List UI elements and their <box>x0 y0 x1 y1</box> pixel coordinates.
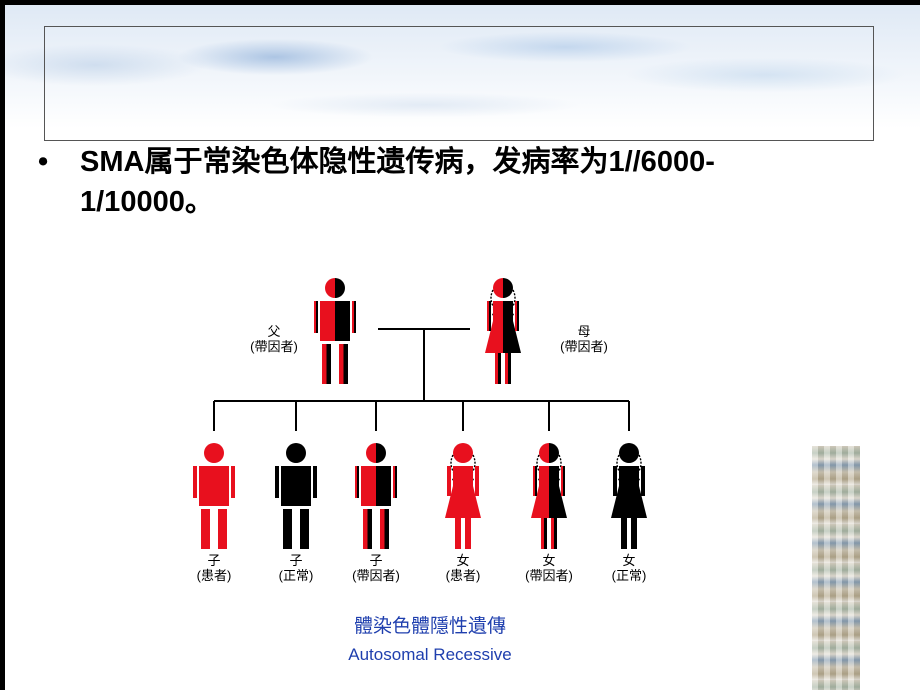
figure-dress <box>445 486 481 518</box>
child-figure <box>445 443 481 549</box>
figure-leg <box>495 353 501 384</box>
figure-arm <box>533 466 537 496</box>
figure-arm <box>314 301 318 333</box>
mother-status: (帶因者) <box>560 339 608 354</box>
title-placeholder[interactable] <box>44 26 874 141</box>
figure-hair <box>616 454 621 482</box>
figure-hair <box>490 289 495 317</box>
figure-arm <box>613 466 617 496</box>
side-thumbnail-strip <box>812 446 860 690</box>
figure-leg <box>455 518 461 549</box>
figure-leg <box>621 518 627 549</box>
child-name: 女 <box>622 553 635 568</box>
child-figure <box>531 443 567 549</box>
figure-leg <box>541 518 547 549</box>
child-name: 子 <box>289 553 302 568</box>
child-status: (正常) <box>612 568 647 583</box>
figure-dress <box>485 321 521 353</box>
child-status: (帶因者) <box>525 568 573 583</box>
figure-hair <box>450 454 455 482</box>
figure-leg <box>218 509 227 549</box>
figure-leg <box>283 509 292 549</box>
figure-torso <box>539 466 559 486</box>
figure-dress <box>531 486 567 518</box>
pedigree-lines <box>213 328 630 431</box>
figure-leg <box>363 509 372 549</box>
figure-hair <box>471 454 476 482</box>
father-status: (帶因者) <box>250 339 298 354</box>
figure-leg <box>505 353 511 384</box>
child-name: 子 <box>207 553 220 568</box>
figure-torso <box>199 466 229 506</box>
child-status: (帶因者) <box>352 568 400 583</box>
mother-name: 母 <box>577 324 590 339</box>
child-name: 女 <box>542 553 555 568</box>
child-status: (患者) <box>197 568 232 583</box>
figure-leg <box>631 518 637 549</box>
figure-arm <box>393 466 397 498</box>
caption-english: Autosomal Recessive <box>348 645 511 664</box>
figure-arm <box>275 466 279 498</box>
figure-leg <box>339 344 348 384</box>
figure-head <box>493 278 513 298</box>
figure-head <box>204 443 224 463</box>
bullet-text: SMA属于常染色体隐性遗传病，发病率为1//6000-1/10000。 <box>80 146 715 218</box>
caption-chinese: 體染色體隱性遺傳 <box>354 615 506 637</box>
figure-leg <box>322 344 331 384</box>
figure-leg <box>551 518 557 549</box>
figure-hair <box>511 289 516 317</box>
figure-arm <box>355 466 359 498</box>
figure-torso <box>493 301 513 321</box>
figure-dress <box>611 486 647 518</box>
figure-arm <box>515 301 519 331</box>
bullet-dot: • <box>38 146 49 178</box>
figure-arm <box>231 466 235 498</box>
child-figure <box>193 443 235 549</box>
child-name: 子 <box>369 553 382 568</box>
child-figure <box>355 443 397 549</box>
figure-head <box>286 443 306 463</box>
child-figure <box>275 443 317 549</box>
figure-hair <box>557 454 562 482</box>
figure-leg <box>300 509 309 549</box>
figure-torso <box>320 301 350 341</box>
figure-torso <box>361 466 391 506</box>
figure-leg <box>465 518 471 549</box>
figure-head <box>366 443 386 463</box>
figure-arm <box>475 466 479 496</box>
father-figure <box>314 278 356 384</box>
figure-arm <box>352 301 356 333</box>
child-figure <box>611 443 647 549</box>
figure-arm <box>447 466 451 496</box>
figure-torso <box>281 466 311 506</box>
figure-leg <box>201 509 210 549</box>
figure-torso <box>619 466 639 486</box>
child-name: 女 <box>456 553 469 568</box>
mother-figure <box>485 278 521 384</box>
child-status: (患者) <box>446 568 481 583</box>
figure-head <box>325 278 345 298</box>
figure-hair <box>536 454 541 482</box>
figure-arm <box>313 466 317 498</box>
child-status: (正常) <box>279 568 314 583</box>
pedigree-svg: 父(帶因者)母(帶因者)子(患者)子(正常)子(帶因者)女(患者)女(帶因者)女… <box>193 278 647 664</box>
figure-head <box>539 443 559 463</box>
father-name: 父 <box>267 324 280 339</box>
pedigree-diagram: 父(帶因者)母(帶因者)子(患者)子(正常)子(帶因者)女(患者)女(帶因者)女… <box>170 240 690 690</box>
figure-arm <box>193 466 197 498</box>
figure-leg <box>380 509 389 549</box>
figure-hair <box>637 454 642 482</box>
figure-arm <box>641 466 645 496</box>
figure-head <box>453 443 473 463</box>
figure-arm <box>561 466 565 496</box>
figure-torso <box>453 466 473 486</box>
figure-head <box>619 443 639 463</box>
figure-arm <box>487 301 491 331</box>
